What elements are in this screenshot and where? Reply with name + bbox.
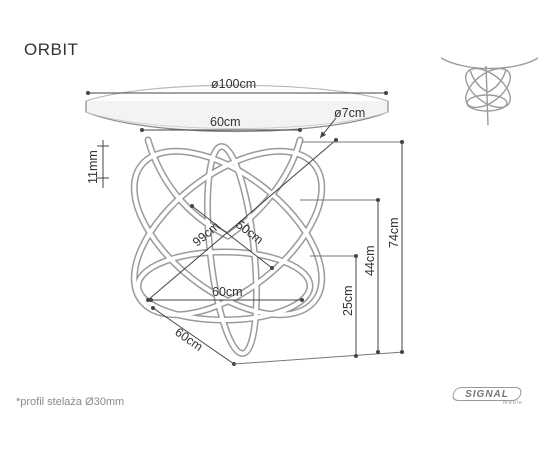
logo-tagline: meble [503,400,523,406]
dim-base-inner-width: 60cm [212,285,243,299]
thumbnail-sketch [440,57,539,126]
dim-height-mid: 44cm [363,245,377,276]
dimension-lines [85,90,405,367]
dim-base-depth: 60cm [172,325,205,354]
table-top [85,84,389,133]
frame-profile-note: *profil stelaża Ø30mm [16,396,125,408]
product-title: ORBIT [24,40,79,59]
dim-height-low: 25cm [341,285,355,316]
dim-height-total: 74cm [387,217,401,248]
dim-top-inner-width: 60cm [210,115,241,129]
logo-text: SIGNAL [465,389,509,400]
dim-tube-diameter: ø7cm [334,106,365,120]
dim-top-diameter: ø100cm [211,77,256,91]
dim-top-thickness: 11mm [86,150,100,184]
signal-logo: SIGNAL meble [451,387,523,409]
orbit-frame [130,136,326,357]
